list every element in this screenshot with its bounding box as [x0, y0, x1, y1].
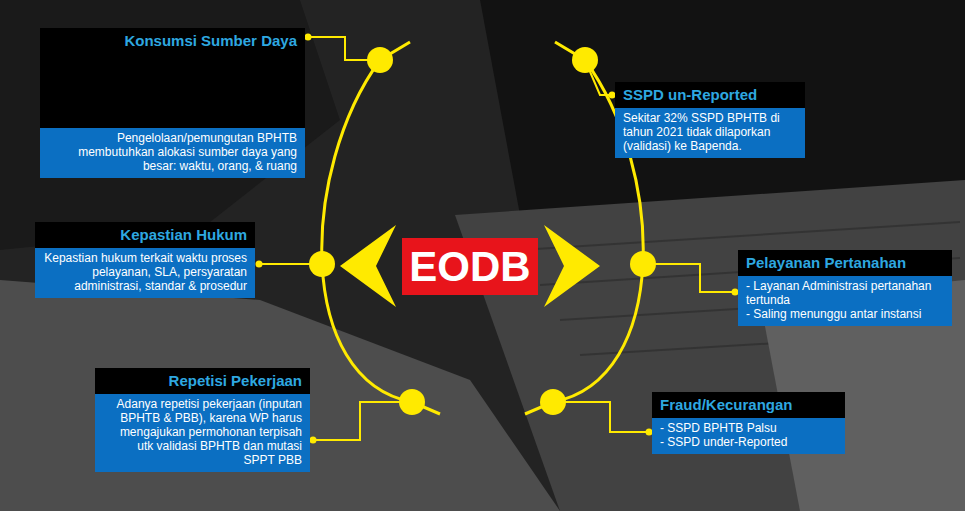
callout-text: Adanya repetisi pekerjaan (inputan BPHTB…: [103, 397, 302, 467]
yellow-arcs: [322, 42, 643, 414]
left-chevron: [340, 225, 396, 307]
callout-box: Fraud/Kecurangan- SSPD BPHTB Palsu- SSPD…: [652, 392, 845, 454]
callout-body: Adanya repetisi pekerjaan (inputan BPHTB…: [95, 394, 310, 472]
arc-dot: [309, 251, 335, 277]
callout-body: Pengelolaan/pemungutan BPHTB membutuhkan…: [40, 128, 305, 178]
leader-line: [643, 264, 735, 292]
callout-box: Pelayanan Pertanahan - Layanan Administra…: [738, 250, 952, 326]
callout-box: Kepastian HukumKepastian hukum terkait w…: [35, 222, 255, 298]
callout-body: - Layanan Administrasi pertanahan tertun…: [738, 276, 952, 326]
callout-box: SSPD un-ReportedSekitar 32% SSPD BPHTB d…: [615, 82, 805, 158]
right-chevron: [544, 225, 600, 307]
callout-heading: Kepastian Hukum: [35, 222, 255, 248]
leader-dot: [256, 261, 263, 268]
callout-text: - Saling menunggu antar instansi: [746, 307, 944, 321]
arc-dot: [399, 389, 425, 415]
callout-text: Sekitar 32% SSPD BPHTB di tahun 2021 tid…: [623, 111, 797, 153]
callout-text: - Layanan Administrasi pertanahan tertun…: [746, 279, 944, 307]
callout-heading: Fraud/Kecurangan: [652, 392, 845, 418]
center-label: EODB: [409, 243, 530, 291]
callout-text: Kepastian hukum terkait waktu proses pel…: [43, 251, 247, 293]
left-arc: [322, 42, 440, 414]
leader-dot: [310, 437, 317, 444]
arc-dot: [572, 47, 598, 73]
arc-dot: [630, 251, 656, 277]
callout-text: - SSPD BPHTB Palsu: [660, 421, 837, 435]
center-box: EODB: [402, 238, 538, 295]
callout-heading: SSPD un-Reported: [615, 82, 805, 108]
callout-body: Sekitar 32% SSPD BPHTB di tahun 2021 tid…: [615, 108, 805, 158]
leader-line: [553, 402, 649, 432]
callout-box: Konsumsi Sumber DayaPengelolaan/pemungut…: [40, 28, 305, 178]
leader-line: [313, 402, 412, 440]
callout-text: - SSPD under-Reported: [660, 435, 837, 449]
arc-dot: [367, 47, 393, 73]
callout-body: Kepastian hukum terkait waktu proses pel…: [35, 248, 255, 298]
callout-text: Pengelolaan/pemungutan BPHTB membutuhkan…: [48, 131, 297, 173]
callout-heading: Repetisi Pekerjaan: [95, 368, 310, 394]
callout-box: Repetisi PekerjaanAdanya repetisi pekerj…: [95, 368, 310, 472]
callout-heading: Konsumsi Sumber Daya: [40, 28, 305, 128]
callout-heading: Pelayanan Pertanahan: [738, 250, 952, 276]
callout-body: - SSPD BPHTB Palsu- SSPD under-Reported: [652, 418, 845, 454]
arc-dot: [540, 389, 566, 415]
leader-dot: [305, 34, 312, 41]
